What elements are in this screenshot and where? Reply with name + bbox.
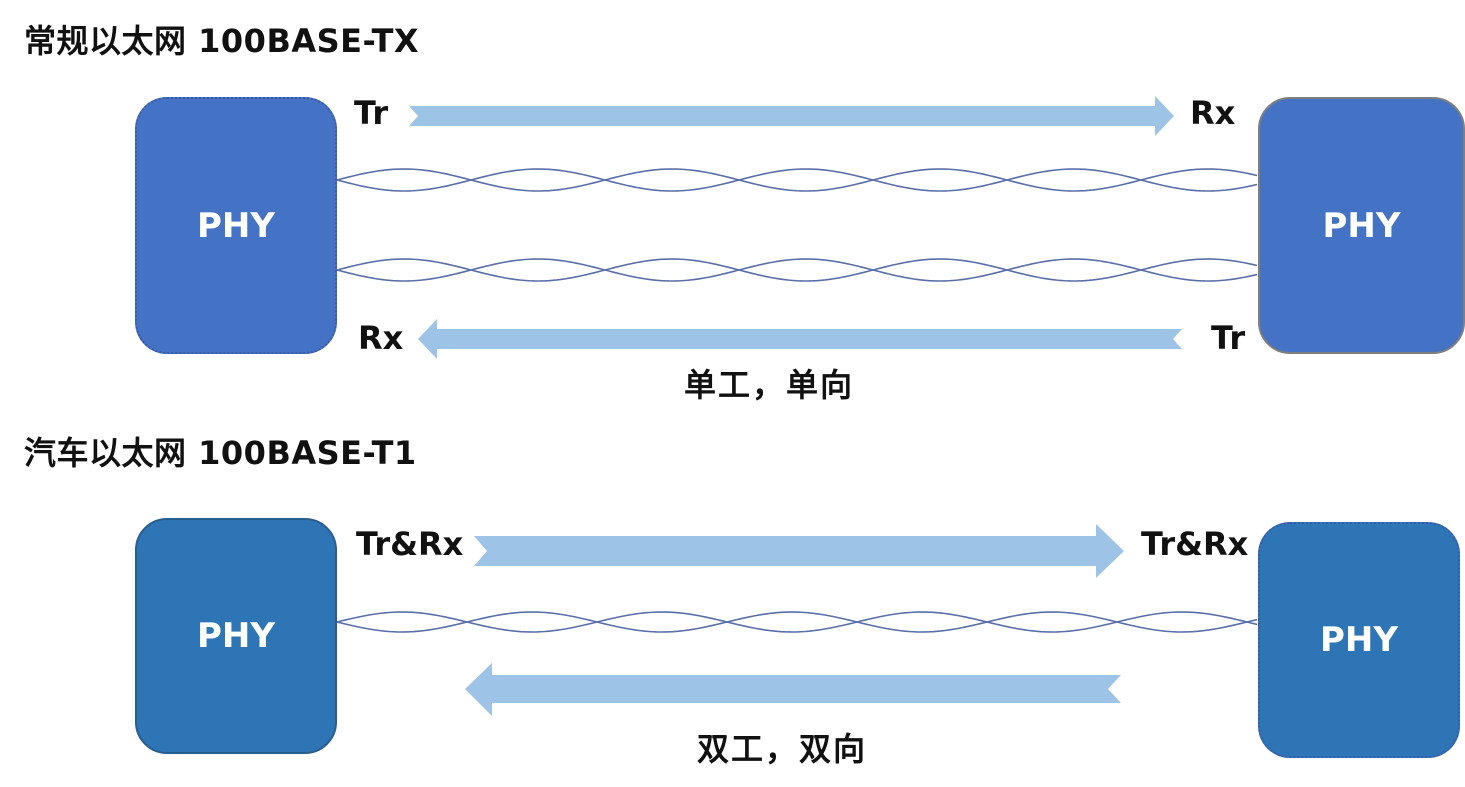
top-right-tr-label: Tr: [1211, 319, 1246, 357]
top-right-rx-label: Rx: [1190, 94, 1236, 132]
bottom-right-phy-label: PHY: [1320, 620, 1398, 660]
bottom-right-phy-box: PHY: [1258, 522, 1460, 758]
top-arrow-left: [418, 319, 1182, 359]
bottom-arrow-left: [465, 663, 1121, 716]
bottom-twisted-pair-wire-b: [336, 611, 1258, 633]
bottom-left-phy-box: PHY: [135, 518, 337, 754]
bottom-twisted-pair-wire-a: [336, 611, 1258, 633]
top-twisted-pair-1-wire-a: [336, 168, 1258, 192]
top-left-phy-label: PHY: [197, 205, 275, 246]
bottom-left-trrx-label: Tr&Rx: [356, 525, 464, 563]
top-twisted-pair-1-wire-b: [336, 168, 1258, 192]
bottom-left-phy-label: PHY: [197, 616, 275, 656]
top-twisted-pair-2-wire-b: [336, 258, 1258, 282]
bottom-right-trrx-label: Tr&Rx: [1141, 525, 1249, 563]
bottom-section-title: 汽车以太网 100BASE-T1: [24, 434, 417, 472]
top-right-phy-box: PHY: [1258, 97, 1465, 354]
top-left-rx-label: Rx: [358, 319, 404, 357]
top-section-title: 常规以太网 100BASE-TX: [24, 22, 420, 60]
bottom-caption: 双工，双向: [697, 730, 868, 768]
top-right-phy-label: PHY: [1322, 205, 1401, 246]
top-left-phy-box: PHY: [135, 97, 337, 354]
top-caption: 单工，单向: [684, 366, 855, 404]
top-arrow-right: [409, 96, 1174, 136]
top-left-tr-label: Tr: [354, 94, 389, 132]
top-twisted-pair-2-wire-a: [336, 258, 1258, 282]
bottom-arrow-right: [474, 524, 1124, 578]
